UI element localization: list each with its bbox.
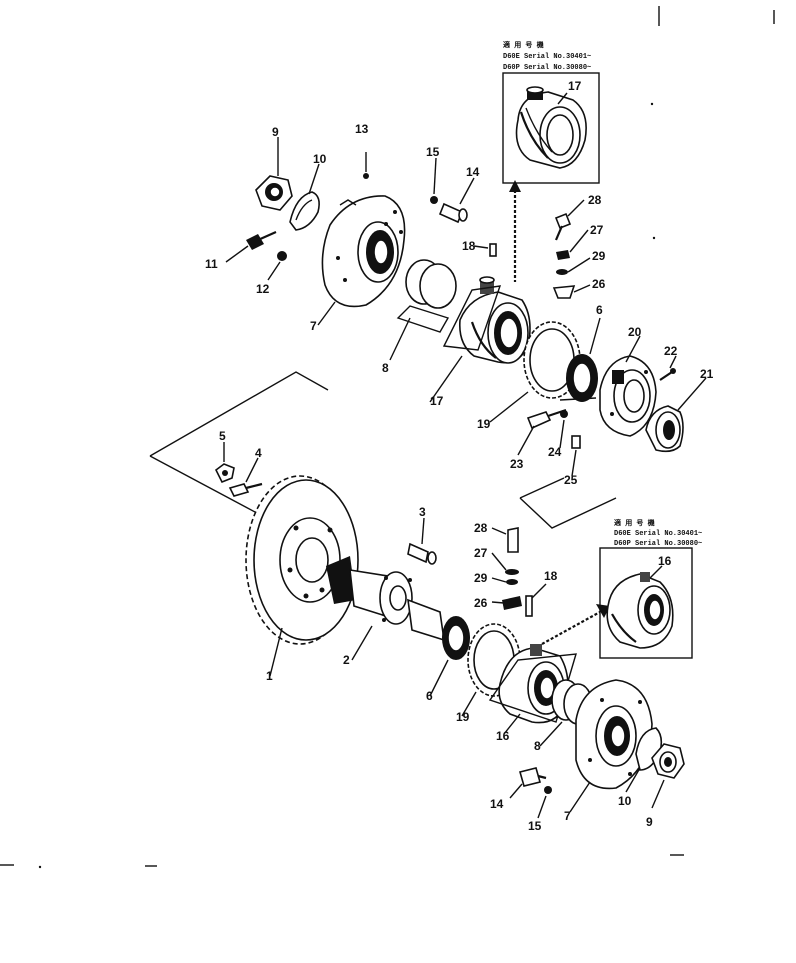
callout-29-top: 29 [592,249,606,263]
callout-14-bot: 14 [490,797,504,811]
callout-18-top: 18 [462,239,476,253]
inset-top: 適 用 号 機 D60E Serial No.30401~ D60P Seria… [502,40,600,282]
callout-24: 24 [548,445,562,459]
callout-26-bot: 26 [474,596,488,610]
callout-27-bot: 27 [474,546,488,560]
callout-19-bot: 19 [456,710,470,724]
callout-23: 23 [510,457,524,471]
callout-labels: 9 10 13 15 14 11 12 7 8 17 18 19 17 28 2… [205,79,714,833]
callout-6-top: 6 [596,303,603,317]
callout-15-top: 15 [426,145,440,159]
inset-top-housing [515,86,587,169]
callout-29-bot: 29 [474,571,488,585]
callout-1: 1 [266,669,273,683]
inset-bottom-line1: D60E Serial No.30401~ [614,530,702,538]
callout-14-top: 14 [466,165,480,179]
callout-6-bot: 6 [426,689,433,703]
callout-17-inset: 17 [568,79,582,93]
nut-5 [214,463,235,484]
inset-top-line1: D60E Serial No.30401~ [503,53,591,61]
callout-13: 13 [355,122,369,136]
ring-19-top [523,321,581,399]
housing-20 [599,355,657,437]
callout-12: 12 [256,282,270,296]
callout-2: 2 [343,653,350,667]
callout-25: 25 [564,473,578,487]
washer-15-bot [544,786,552,794]
guide-line [559,397,597,401]
callout-28-top: 28 [588,193,602,207]
lower-assembly [214,442,685,819]
callout-9-bot: 9 [646,815,653,829]
callout-16-inset: 16 [658,554,672,568]
callout-19-top: 19 [477,417,491,431]
inset-top-box [502,72,600,184]
bolt-4 [228,482,263,497]
callout-18-bot: 18 [544,569,558,583]
pin-18-bot [525,595,533,617]
callout-28-bot: 28 [474,521,488,535]
callout-26-top: 26 [592,277,606,291]
group-bracket-17 [442,285,502,351]
pin-25 [571,435,581,449]
fastener-stack-top [552,212,576,299]
bolt-14-top [438,202,468,224]
bolt-11 [246,230,277,250]
callout-27-top: 27 [590,223,604,237]
washer-15-top [430,196,438,204]
inset-top-heading: 適 用 号 機 [503,40,544,50]
cage-7-bot [575,679,653,790]
callout-11: 11 [205,257,218,271]
callout-3: 3 [419,505,426,519]
bolt-14-bot [519,767,547,787]
inset-bottom-box [599,547,693,659]
callout-7-bot: 7 [564,809,571,823]
pin-18-top [489,243,497,257]
callout-16-bot: 16 [496,729,510,743]
bolt-22 [659,368,676,381]
fastener-stack-bot [502,527,522,610]
callout-7-top: 7 [310,319,317,333]
seal-21 [645,405,684,453]
nut-9-top [255,175,293,211]
bearing-6-bot [442,616,470,660]
callout-21: 21 [700,367,714,381]
washer-12 [277,251,287,261]
upper-assembly [225,137,707,477]
cage-17-top [458,276,531,364]
washer-24 [560,410,568,418]
bevel-gear-1 [245,475,359,645]
callout-10-top: 10 [313,152,327,166]
callout-8-bot: 8 [534,739,541,753]
pinion-shaft-2 [326,556,445,642]
callout-10-bot: 10 [618,794,632,808]
cage-7-top [321,195,406,308]
callout-5: 5 [219,429,226,443]
inset-bottom: 適 用 号 機 D60E Serial No.30401~ D60P Seria… [599,518,702,659]
callout-8-top: 8 [382,361,389,375]
callout-17-top: 17 [430,394,444,408]
nut-9-bot [651,743,685,779]
shims-8-top [396,259,457,333]
callout-15-bot: 15 [528,819,542,833]
reference-lines [149,371,617,529]
inset-top-line2: D60P Serial No.30080~ [503,64,591,72]
callout-4: 4 [255,446,262,460]
bearing-6-top [566,354,598,402]
callout-22: 22 [664,344,678,358]
inset-bottom-housing [606,572,674,649]
bolt-13 [363,152,369,179]
callout-20: 20 [628,325,642,339]
inset-bottom-heading: 適 用 号 機 [614,518,655,528]
inset-bottom-line2: D60P Serial No.30080~ [614,540,702,548]
callout-9-top: 9 [272,125,279,139]
bolt-3 [407,542,437,565]
lockwasher-10-top [289,191,320,231]
scan-marks [0,6,775,869]
